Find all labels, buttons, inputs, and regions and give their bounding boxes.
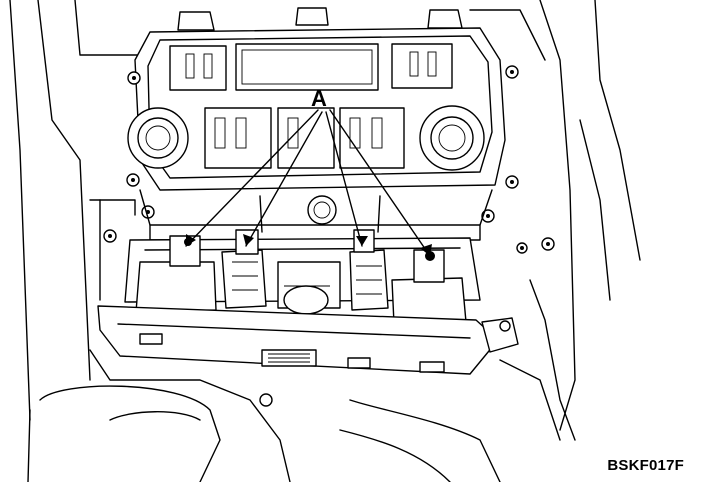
climate-control-panel [127,27,506,191]
console-surround [9,0,641,441]
mounting-screw-icon [505,65,519,79]
callout-leaders [185,109,432,257]
mounting-screw-icon [127,71,141,85]
mounting-screw-icon [481,209,495,223]
connector-icon [277,261,341,315]
figure-code: BSKF017F [607,457,684,474]
connector-icon [221,229,267,309]
button-upper-left [169,45,227,91]
mounting-bracket [139,189,493,241]
display-window [235,43,379,91]
button-lower-2 [277,107,335,169]
center-hole [307,195,337,225]
mounting-screw-icon [103,229,117,243]
mounting-screw-icon [126,173,140,187]
mounting-screw-icon [516,242,528,254]
connector-icon [135,235,217,313]
lower-console [27,349,561,483]
mounting-screw-icon [541,237,555,251]
mounting-screws [103,65,555,254]
button-upper-right [391,43,453,89]
mounting-screw-icon [505,175,519,189]
callout-label-a: A [311,86,327,111]
lower-fascia [97,305,519,375]
top-clips [177,7,463,31]
